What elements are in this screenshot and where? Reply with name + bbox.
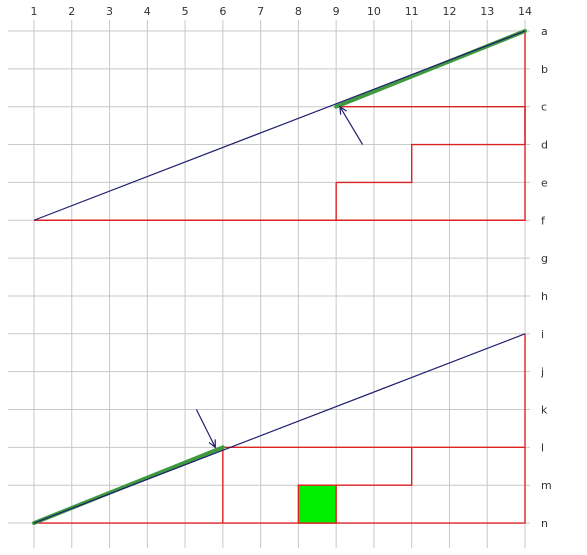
row-label: h [541, 290, 548, 303]
top-pointer-arrow [339, 106, 364, 145]
column-label: 2 [68, 5, 75, 18]
column-label: 13 [480, 5, 494, 18]
row-label: f [541, 214, 546, 227]
row-label: j [540, 366, 544, 379]
column-label: 1 [31, 5, 38, 18]
row-label: l [541, 441, 544, 454]
bottom-triangle-figure [32, 333, 526, 526]
column-label: 12 [442, 5, 456, 18]
top-triangle-figure [33, 29, 528, 221]
row-label: b [541, 63, 548, 76]
row-label: e [541, 176, 548, 189]
row-label: k [541, 404, 548, 417]
arrow-head [339, 105, 347, 115]
top-triangle-legs [34, 31, 526, 221]
column-label: 4 [144, 5, 151, 18]
column-label: 10 [367, 5, 381, 18]
bottom-green-square [297, 484, 337, 524]
row-label: n [541, 517, 548, 530]
row-label: g [541, 252, 548, 265]
column-label: 9 [333, 5, 340, 18]
row-label: a [541, 25, 548, 38]
bottom-triangle-legs [34, 333, 526, 524]
top-hypotenuse [33, 30, 526, 221]
bottom-pointer-arrow [195, 409, 216, 448]
column-label: 14 [518, 5, 532, 18]
column-label: 5 [182, 5, 189, 18]
row-label: d [541, 139, 548, 152]
column-label: 3 [106, 5, 113, 18]
row-label: c [541, 101, 547, 114]
column-label: 11 [405, 5, 419, 18]
top-piece-outline [336, 105, 526, 184]
column-label: 6 [219, 5, 226, 18]
arrow-head [208, 439, 216, 449]
row-label: i [541, 328, 544, 341]
bottom-hypotenuse [33, 333, 526, 524]
column-label: 7 [257, 5, 264, 18]
bottom-piece-outline [336, 447, 413, 486]
grid [8, 20, 530, 548]
row-label: m [541, 479, 552, 492]
column-label: 8 [295, 5, 302, 18]
